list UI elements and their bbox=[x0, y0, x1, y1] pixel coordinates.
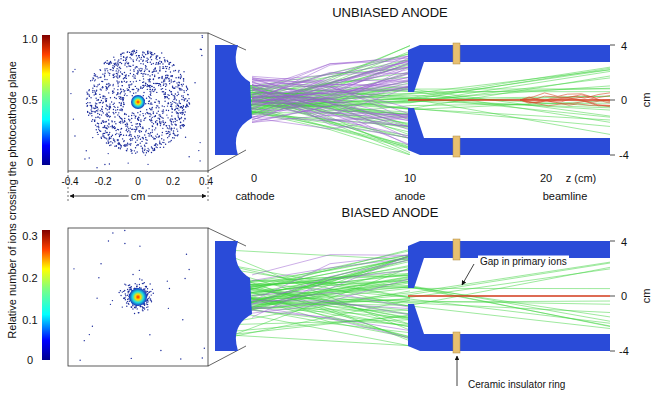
axis-title: cm bbox=[640, 289, 652, 304]
colorbar bbox=[42, 35, 50, 165]
figure-label: 4 bbox=[621, 40, 627, 52]
figure-label: 0.3 bbox=[22, 230, 37, 242]
anode-beamline bbox=[408, 241, 610, 288]
figure-label: 0 bbox=[621, 94, 627, 106]
figure-label: cathode bbox=[235, 190, 274, 202]
figure-label: anode bbox=[395, 190, 426, 202]
figure-label: 0.2 bbox=[166, 176, 180, 187]
figure-label: 0 bbox=[135, 176, 141, 187]
anode-beamline bbox=[408, 45, 610, 92]
anode-beamline bbox=[408, 108, 610, 155]
ion-trajectories bbox=[250, 46, 610, 155]
figure-label: 0.1 bbox=[22, 314, 37, 326]
figure-label: 20 bbox=[540, 172, 552, 184]
figure-label: -4 bbox=[619, 345, 629, 357]
callout-label: cm bbox=[129, 190, 148, 202]
figure-label: -0.2 bbox=[94, 176, 111, 187]
figure-label: beamline bbox=[543, 190, 588, 202]
figure-label: 0.5 bbox=[22, 94, 37, 106]
figure-label: 0.4 bbox=[199, 176, 213, 187]
electrodes bbox=[215, 239, 610, 353]
ion-heatmap bbox=[68, 228, 208, 366]
figure-label: 0 bbox=[251, 172, 257, 184]
figure-label: 0 bbox=[27, 156, 33, 168]
figure-label: 0 bbox=[621, 290, 627, 302]
callout-label: Ceramic insulator ring bbox=[466, 379, 567, 390]
figure-label: BIASED ANODE bbox=[342, 206, 439, 220]
colorbar bbox=[42, 230, 50, 360]
figure-label: 4 bbox=[621, 236, 627, 248]
ceramic-insulator-ring bbox=[453, 239, 460, 260]
ceramic-insulator-ring bbox=[453, 136, 460, 157]
figure-label: -4 bbox=[619, 149, 629, 161]
cathode-electrode bbox=[215, 45, 252, 155]
figure-label: z (cm) bbox=[566, 172, 597, 184]
figure-label: 0.2 bbox=[22, 272, 37, 284]
figure-label: 0 bbox=[27, 354, 33, 366]
cathode-electrode bbox=[215, 241, 252, 351]
anode-beamline bbox=[408, 304, 610, 351]
figure-label: UNBIASED ANODE bbox=[332, 6, 448, 20]
callout-label: Gap in primary ions bbox=[478, 256, 569, 267]
figure-label: -0.4 bbox=[61, 176, 78, 187]
figure-label: 1.0 bbox=[22, 33, 37, 45]
ion-heatmap bbox=[68, 33, 208, 171]
ceramic-insulator-ring bbox=[453, 43, 460, 64]
axis-title: Relative number of ions crossing the pho… bbox=[6, 61, 18, 339]
figure-label: 10 bbox=[404, 172, 416, 184]
ceramic-insulator-ring bbox=[453, 332, 460, 353]
electrodes bbox=[215, 43, 610, 157]
axis-title: cm bbox=[640, 93, 652, 108]
